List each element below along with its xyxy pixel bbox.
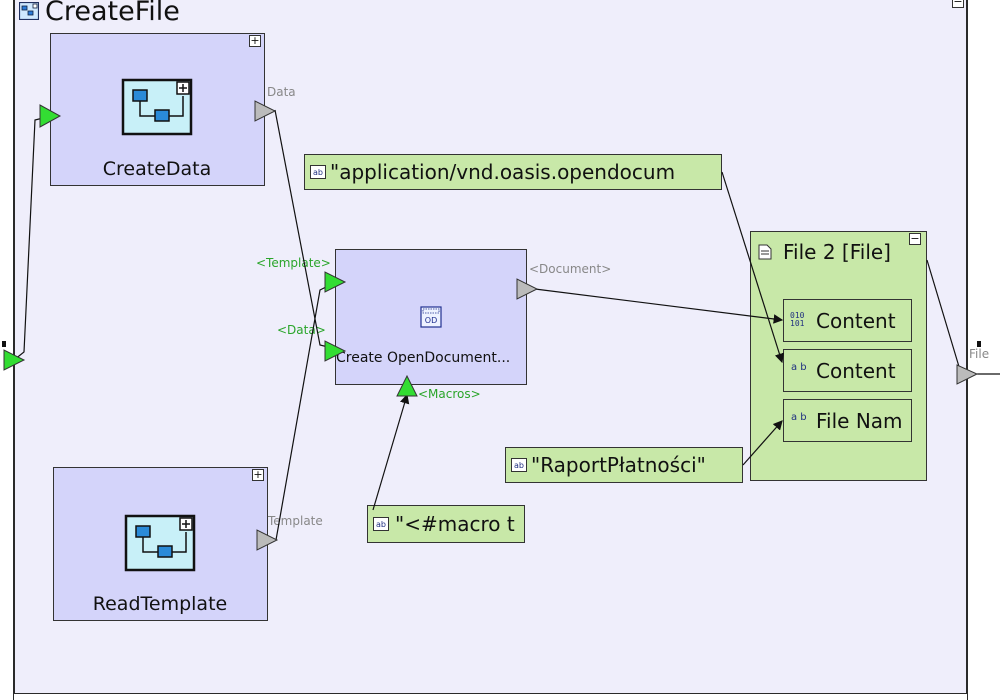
frame-anchor-left [2,341,6,347]
report-name-constant-text: "RaportPłatności" [531,453,706,477]
field-label: File Nam [816,409,903,433]
readtemplate-output-label: Template [268,514,323,528]
createdata-expand-button[interactable]: + [249,34,261,47]
createdata-node[interactable]: CreateData + [50,33,265,186]
right-rail [967,0,1000,700]
frame-anchor-right [977,341,981,347]
file-output-label: File [969,347,990,361]
readtemplate-node[interactable]: ReadTemplate + [53,467,268,621]
text-icon: a b [791,412,807,423]
mime-constant-text: "application/vnd.oasis.opendocum [330,160,676,184]
edge-input-to-createdata [13,114,56,361]
template-input-label: <Template> [256,256,331,270]
createdata-input-port [39,104,62,128]
report-name-constant[interactable]: ab "RaportPłatności" [505,447,743,483]
frame-input-port [3,349,26,371]
file2-field-filename[interactable]: a b File Nam [783,399,912,442]
cod-document-output-port [516,278,539,300]
createdata-output-port [254,100,277,122]
text-icon: a b [791,362,807,373]
mime-constant[interactable]: ab "application/vnd.oasis.opendocum [304,154,722,190]
edge-file-to-output [926,259,961,371]
createdata-output-label: Data [267,85,296,99]
macro-constant-text: "<#macro t [395,512,515,536]
left-rail [0,0,14,700]
createdata-label: CreateData [102,158,212,180]
frame-collapse-button[interactable]: − [952,0,964,8]
document-output-label: <Document> [529,262,612,276]
cod-macros-input-port [396,374,418,397]
edge-readtemplate-to-cod-template [275,279,341,541]
create-opendocument-node[interactable]: OD Create OpenDocument... [335,249,527,385]
file2-field-content-text[interactable]: a b Content [783,349,912,392]
cod-template-input-port [324,271,347,293]
macro-constant[interactable]: ab "<#macro t [367,505,525,543]
edge-mime-to-file-content [721,171,785,364]
edge-cod-to-file-content [534,288,784,324]
file-output-port [956,364,979,385]
field-label: Content [816,309,896,333]
composite-icon [19,2,39,20]
cod-data-input-port [324,340,347,362]
edge-createdata-to-cod-data [274,109,341,351]
file2-collapse-button[interactable]: − [909,232,921,245]
composite-icon [121,78,193,136]
svg-text:ab: ab [376,520,386,529]
field-label: Content [816,359,896,383]
svg-text:ab: ab [514,461,524,470]
readtemplate-label: ReadTemplate [92,593,228,615]
frame-title: CreateFile [45,0,180,27]
edge-macro-to-cod-macros [372,393,410,511]
readtemplate-output-port [256,529,279,551]
od-icon-text: OD [425,316,437,325]
composite-icon [124,514,196,572]
readtemplate-expand-button[interactable]: + [252,468,264,481]
document-icon: OD [420,306,442,328]
create-opendocument-label: Create OpenDocument... [336,350,511,366]
edge-reportname-to-filename [742,420,783,466]
svg-text:ab: ab [313,168,323,177]
macros-input-label: <Macros> [418,387,481,401]
binary-icon: 010 101 [790,311,805,328]
file2-title: File 2 [File] [783,240,891,264]
file2-field-content-binary[interactable]: 010 101 Content [783,299,912,342]
